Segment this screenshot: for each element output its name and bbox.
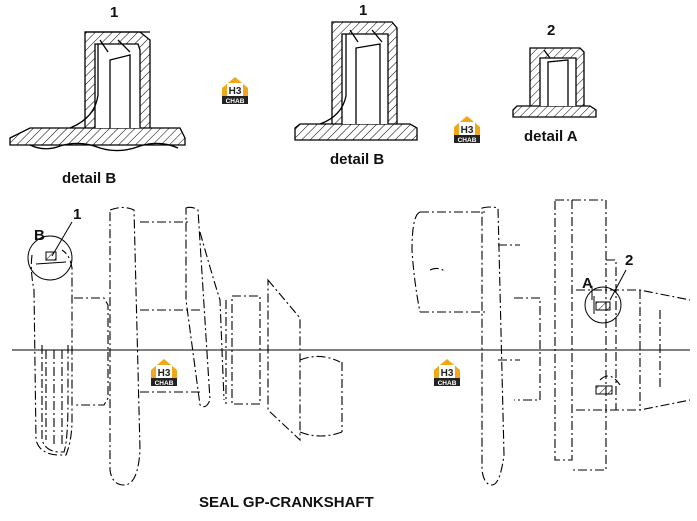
callout-part-1-detail-b-left: 1 (110, 4, 119, 21)
svg-text:H3: H3 (441, 368, 454, 379)
callout-view-b: B (34, 227, 45, 244)
caption-detail-a: detail A (524, 128, 578, 145)
detail-b-circle (27, 221, 73, 281)
detail-b-left-drawing (9, 31, 186, 152)
svg-text:CHAB: CHAB (458, 137, 477, 144)
callout-part-1-detail-b-middle: 1 (359, 2, 368, 19)
svg-text:H3: H3 (229, 86, 242, 97)
detail-a-drawing (512, 47, 597, 118)
svg-text:CHAB: CHAB (226, 98, 245, 105)
crankshaft-left-assembly (30, 206, 343, 486)
diagram-title: SEAL GP-CRANKSHAFT (199, 494, 374, 511)
callout-view-a: A (582, 275, 593, 292)
caption-detail-b-left: detail B (62, 170, 117, 187)
callout-part-2-detail-a: 2 (547, 22, 556, 39)
caption-detail-b-middle: detail B (330, 151, 385, 168)
svg-text:CHAB: CHAB (155, 380, 174, 387)
detail-b-middle-drawing (294, 21, 418, 141)
svg-text:H3: H3 (461, 125, 474, 136)
crankshaft-right-assembly (411, 199, 691, 486)
svg-text:H3: H3 (158, 368, 171, 379)
svg-text:CHAB: CHAB (438, 380, 457, 387)
detail-a-circle (584, 269, 627, 395)
callout-part-1-main: 1 (73, 206, 82, 223)
callout-part-2-main: 2 (625, 252, 634, 269)
